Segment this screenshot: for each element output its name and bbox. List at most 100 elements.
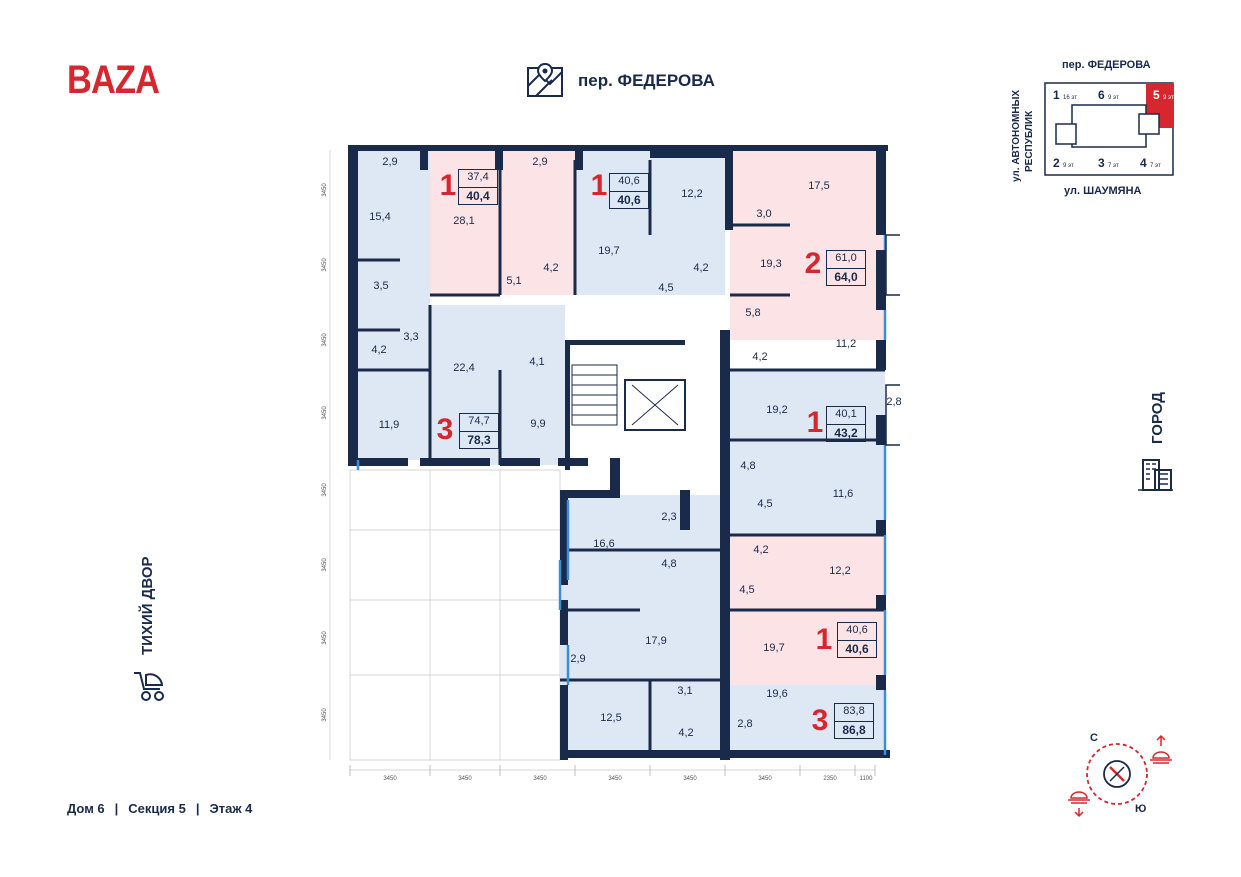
- room-area: 3,0: [756, 208, 772, 220]
- apartment-rooms: 1: [590, 169, 608, 202]
- room-area: 4,2: [543, 262, 559, 274]
- city-icon: [1138, 459, 1173, 491]
- street-top: пер. ФЕДЕРОВА: [526, 62, 715, 100]
- room-area: 4,2: [371, 344, 387, 356]
- dimension-label: 3450: [322, 183, 328, 197]
- compass-label-s: С: [1090, 732, 1098, 744]
- dimension-label: 3450: [383, 776, 397, 782]
- room-area: 2,3: [661, 511, 677, 523]
- apartment-rooms: 3: [811, 704, 829, 737]
- side-label-city: ГОРОД: [1149, 392, 1166, 444]
- room-area: 17,5: [808, 180, 830, 192]
- room-area: 2,9: [532, 156, 548, 168]
- room-area: 17,9: [645, 635, 667, 647]
- room-area: 5,1: [506, 275, 522, 287]
- room-area: 4,5: [739, 584, 755, 596]
- dimension-label: 3450: [322, 333, 328, 347]
- compass-label-yu: Ю: [1135, 803, 1147, 815]
- room-area: 12,2: [681, 188, 703, 200]
- side-label-courtyard: ТИХИЙ ДВОР: [139, 556, 156, 656]
- room-area: 2,8: [737, 718, 753, 730]
- room-area: 4,2: [693, 262, 709, 274]
- apartment-rooms: 1: [439, 169, 457, 202]
- compass-rose: [1068, 734, 1172, 818]
- dimension-label: 3450: [758, 776, 772, 782]
- key-plan-bottom-street: ул. ШАУМЯНА: [1064, 185, 1142, 197]
- room-area: 4,8: [661, 558, 677, 570]
- key-plan-top-street: пер. ФЕДЕРОВА: [1062, 59, 1151, 71]
- room-area: 12,2: [829, 565, 851, 577]
- room-area: 19,3: [760, 258, 782, 270]
- street-top-label: пер. ФЕДЕРОВА: [578, 71, 715, 90]
- room-area: 4,2: [678, 727, 694, 739]
- room-area: 5,8: [745, 307, 761, 319]
- key-section-4: 4 7 эт: [1140, 156, 1161, 170]
- room-area: 4,8: [740, 460, 756, 472]
- dimension-label: 1100: [859, 776, 873, 782]
- dimension-label: 2350: [823, 776, 837, 782]
- room-area: 15,4: [369, 211, 391, 223]
- dimension-label: 3450: [322, 483, 328, 497]
- dimension-label: 3450: [322, 258, 328, 272]
- dimension-label: 3450: [533, 776, 547, 782]
- apartment-rooms: 3: [436, 413, 454, 446]
- footer-section: Секция 5: [128, 801, 186, 816]
- key-section-2: 2 9 эт: [1053, 156, 1074, 170]
- room-area: 11,9: [378, 419, 400, 431]
- dimension-label: 3450: [322, 558, 328, 572]
- footer-info: Дом 6 | Секция 5 | Этаж 4: [67, 801, 253, 816]
- room-area: 4,2: [753, 544, 769, 556]
- room-area: 9,9: [530, 418, 546, 430]
- key-section-5-active: 5 9 эт: [1153, 88, 1174, 102]
- brand-logo: BAZA: [67, 58, 160, 102]
- room-area: 12,5: [600, 712, 622, 724]
- key-plan-side-street: ул. АВТОНОМНЫХ РЕСПУБЛИК: [1009, 78, 1049, 188]
- room-area: 2,9: [382, 156, 398, 168]
- room-area: 16,6: [593, 538, 615, 550]
- stroller-icon: [134, 672, 164, 701]
- room-area: 3,1: [677, 685, 693, 697]
- room-area: 3,3: [403, 331, 419, 343]
- room-area: 2,8: [886, 396, 902, 408]
- key-plan-side-line2: РЕСПУБЛИК: [1024, 110, 1035, 172]
- key-section-6: 6 9 эт: [1098, 88, 1119, 102]
- dimension-label: 3450: [322, 708, 328, 722]
- apartment-rooms: 1: [815, 623, 833, 656]
- key-section-1: 1 16 эт: [1053, 88, 1078, 102]
- apartment-rooms: 1: [806, 406, 824, 439]
- key-plan-side-line1: ул. АВТОНОМНЫХ: [1011, 89, 1022, 182]
- footer-house: Дом 6: [67, 801, 105, 816]
- key-plan: [1044, 82, 1174, 176]
- room-area: 19,6: [766, 688, 788, 700]
- room-area: 11,6: [832, 488, 854, 500]
- room-area: 19,7: [598, 245, 620, 257]
- dimension-label: 3450: [683, 776, 697, 782]
- room-area: 19,7: [763, 642, 785, 654]
- room-area: 19,2: [766, 404, 788, 416]
- footer-floor: Этаж 4: [209, 801, 253, 816]
- apartment-rooms: 2: [804, 247, 822, 280]
- room-area: 22,4: [453, 362, 475, 374]
- map-icon: [527, 62, 563, 97]
- key-section-3: 3 7 эт: [1098, 156, 1119, 170]
- dimension-label: 3450: [458, 776, 472, 782]
- room-area: 3,5: [373, 280, 389, 292]
- room-area: 2,9: [570, 653, 586, 665]
- room-area: 28,1: [453, 215, 475, 227]
- floor-plan: [329, 145, 900, 776]
- dimension-label: 3450: [322, 406, 328, 420]
- room-area: 11,2: [835, 338, 857, 350]
- room-area: 4,5: [757, 498, 773, 510]
- dimension-label: 3450: [608, 776, 622, 782]
- room-area: 4,1: [529, 356, 545, 368]
- room-area: 4,5: [658, 282, 674, 294]
- room-area: 4,2: [752, 351, 768, 363]
- dimension-label: 3450: [322, 631, 328, 645]
